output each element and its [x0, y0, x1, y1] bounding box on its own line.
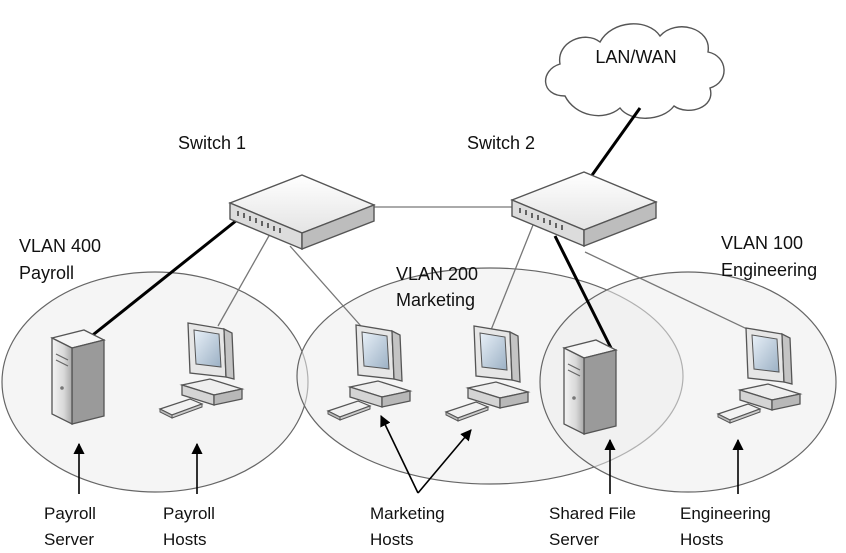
link-switch2-engineering-host: [584, 251, 767, 339]
link-switch1-payroll-server: [83, 218, 238, 344]
link-switch1-payroll-host: [217, 233, 271, 327]
vlan-400-name: Payroll: [19, 263, 74, 283]
link-switch2-marketing-host-2: [490, 224, 534, 331]
callout-payroll-server-line2: Server: [44, 530, 94, 549]
callout-payroll-server-line1: Payroll: [44, 504, 96, 523]
switch-2-icon: [511, 171, 657, 247]
link-switch1-marketing-host-1: [289, 245, 369, 335]
arrow-marketing-host-2: [417, 429, 472, 494]
link-switch2-shared-server: [553, 235, 614, 351]
vlan-100-id: VLAN 100: [721, 233, 803, 253]
vlan-100-name: Engineering: [721, 260, 817, 280]
link-cloud-switch2: [588, 107, 642, 179]
vlan-100-zone: [539, 271, 837, 493]
callout-engineering-hosts-line1: Engineering: [680, 504, 771, 523]
switch-1-label: Switch 1: [178, 133, 246, 153]
vlan-200-id: VLAN 200: [396, 264, 478, 284]
shared-file-server-icon: [563, 339, 617, 435]
connections: [83, 107, 767, 351]
callout-marketing-hosts-line2: Hosts: [370, 530, 413, 549]
cloud-icon: [544, 23, 725, 119]
callout-engineering-hosts-line2: Hosts: [680, 530, 723, 549]
callout-shared-file-server-line2: Server: [549, 530, 599, 549]
callout-payroll-hosts-line1: Payroll: [163, 504, 215, 523]
cloud-label: LAN/WAN: [595, 47, 676, 67]
switch-2-label: Switch 2: [467, 133, 535, 153]
vlan-400-zone: [1, 271, 309, 493]
callout-payroll-hosts-line2: Hosts: [163, 530, 206, 549]
switch-1-icon: [229, 174, 375, 250]
arrow-marketing-host-1: [380, 414, 419, 494]
callout-shared-file-server-line1: Shared File: [549, 504, 636, 523]
callout-marketing-hosts-line1: Marketing: [370, 504, 445, 523]
vlan-400-id: VLAN 400: [19, 236, 101, 256]
payroll-server-icon: [51, 329, 105, 425]
vlan-200-name: Marketing: [396, 290, 475, 310]
